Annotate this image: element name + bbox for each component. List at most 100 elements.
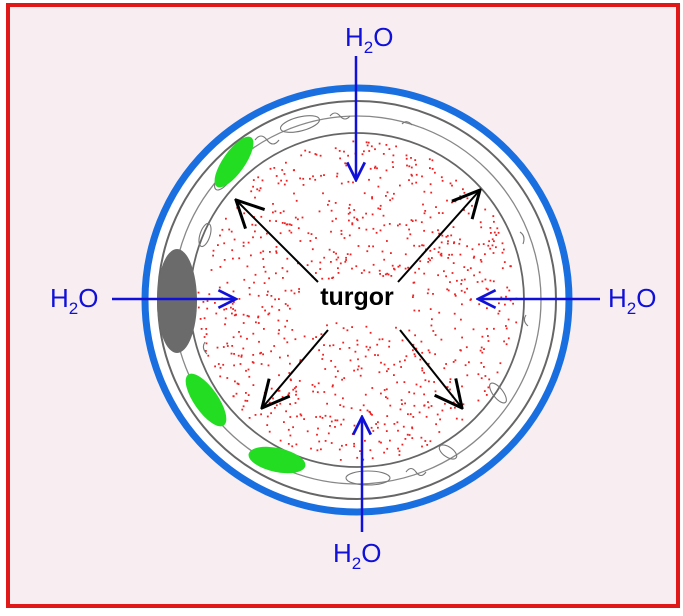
solute-dot <box>499 362 502 365</box>
solute-dot <box>374 148 376 151</box>
solute-dot <box>319 268 322 270</box>
solute-dot <box>382 214 385 217</box>
solute-dot <box>483 390 486 392</box>
solute-dot <box>449 381 451 383</box>
solute-dot <box>374 354 376 356</box>
solute-dot <box>451 184 453 187</box>
solute-dot <box>348 203 351 206</box>
solute-dot <box>446 242 449 245</box>
solute-dot <box>345 259 347 261</box>
solute-dot <box>407 266 409 269</box>
solute-dot <box>412 294 415 297</box>
solute-dot <box>334 375 337 378</box>
solute-dot <box>283 337 286 340</box>
solute-dot <box>278 309 281 311</box>
solute-dot <box>438 431 441 433</box>
solute-dot <box>501 251 504 254</box>
solute-dot <box>420 221 423 224</box>
solute-dot <box>403 381 406 383</box>
solute-dot <box>415 347 418 350</box>
solute-dot <box>262 258 265 260</box>
solute-dot <box>388 345 390 348</box>
solute-dot <box>423 229 425 232</box>
solute-dot <box>349 359 352 362</box>
solute-dot <box>323 391 326 393</box>
solute-dot <box>346 253 349 255</box>
solute-dot <box>275 250 278 253</box>
solute-dot <box>260 363 263 365</box>
solute-dot <box>427 362 430 365</box>
solute-dot <box>291 445 294 448</box>
solute-dot <box>219 375 222 378</box>
solute-dot <box>435 206 437 208</box>
solute-dot <box>266 424 269 426</box>
solute-dot <box>405 157 408 160</box>
solute-dot <box>426 292 429 295</box>
solute-dot <box>371 413 373 416</box>
solute-dot <box>272 203 274 205</box>
solute-dot <box>239 335 242 338</box>
solute-dot <box>371 196 373 198</box>
solute-dot <box>323 174 325 176</box>
solute-dot <box>424 440 427 442</box>
solute-dot <box>337 267 339 270</box>
solute-dot <box>280 179 282 182</box>
solute-dot <box>489 247 492 250</box>
solute-dot <box>496 371 499 374</box>
solute-dot <box>207 354 210 357</box>
solute-dot <box>317 427 319 430</box>
solute-dot <box>481 335 484 338</box>
solute-dot <box>491 238 494 241</box>
solute-dot <box>487 340 490 342</box>
solute-dot <box>320 333 323 336</box>
solute-dot <box>281 267 284 269</box>
solute-dot <box>263 392 266 394</box>
solute-dot <box>339 262 342 265</box>
solute-dot <box>231 249 234 252</box>
turgor-arrow-up-left <box>236 200 319 283</box>
solute-dot <box>336 172 339 175</box>
solute-dot <box>410 157 412 159</box>
solute-dot <box>266 294 269 296</box>
solute-dot <box>266 232 268 235</box>
solute-dot <box>288 372 291 374</box>
solute-dot <box>347 154 349 157</box>
solute-dot <box>377 421 379 424</box>
solute-dot <box>454 327 456 330</box>
solute-dot <box>282 210 285 213</box>
solute-dot <box>428 351 431 354</box>
solute-dot <box>257 176 260 179</box>
solute-dot <box>316 433 318 436</box>
solute-dot <box>285 179 288 182</box>
solute-dot <box>331 277 333 279</box>
solute-dot <box>240 355 243 358</box>
solute-dot <box>289 434 292 437</box>
solute-dot <box>293 292 296 295</box>
solute-dot <box>497 231 500 234</box>
solute-dot <box>289 307 291 310</box>
solute-dot <box>404 402 406 405</box>
solute-dot <box>498 302 500 305</box>
solute-dot <box>348 219 350 222</box>
solute-dot <box>283 183 286 186</box>
solute-dot <box>392 166 394 168</box>
solute-dot <box>272 211 274 214</box>
solute-dot <box>223 259 226 261</box>
solute-dot <box>260 413 262 416</box>
solute-dot <box>489 279 492 282</box>
solute-dot <box>414 334 416 337</box>
solute-dot <box>361 216 364 219</box>
solute-dot <box>372 227 375 230</box>
solute-dot <box>295 199 298 202</box>
solute-dot <box>355 265 358 268</box>
solute-dot <box>414 219 417 222</box>
solute-dot <box>203 336 206 338</box>
solute-dot <box>418 245 421 248</box>
solute-dot <box>380 392 382 395</box>
solute-dot <box>414 355 417 358</box>
solute-dot <box>404 253 407 256</box>
solute-dot <box>427 401 429 403</box>
solute-dot <box>219 366 222 369</box>
solute-dot <box>247 394 250 396</box>
solute-dot <box>289 223 291 226</box>
